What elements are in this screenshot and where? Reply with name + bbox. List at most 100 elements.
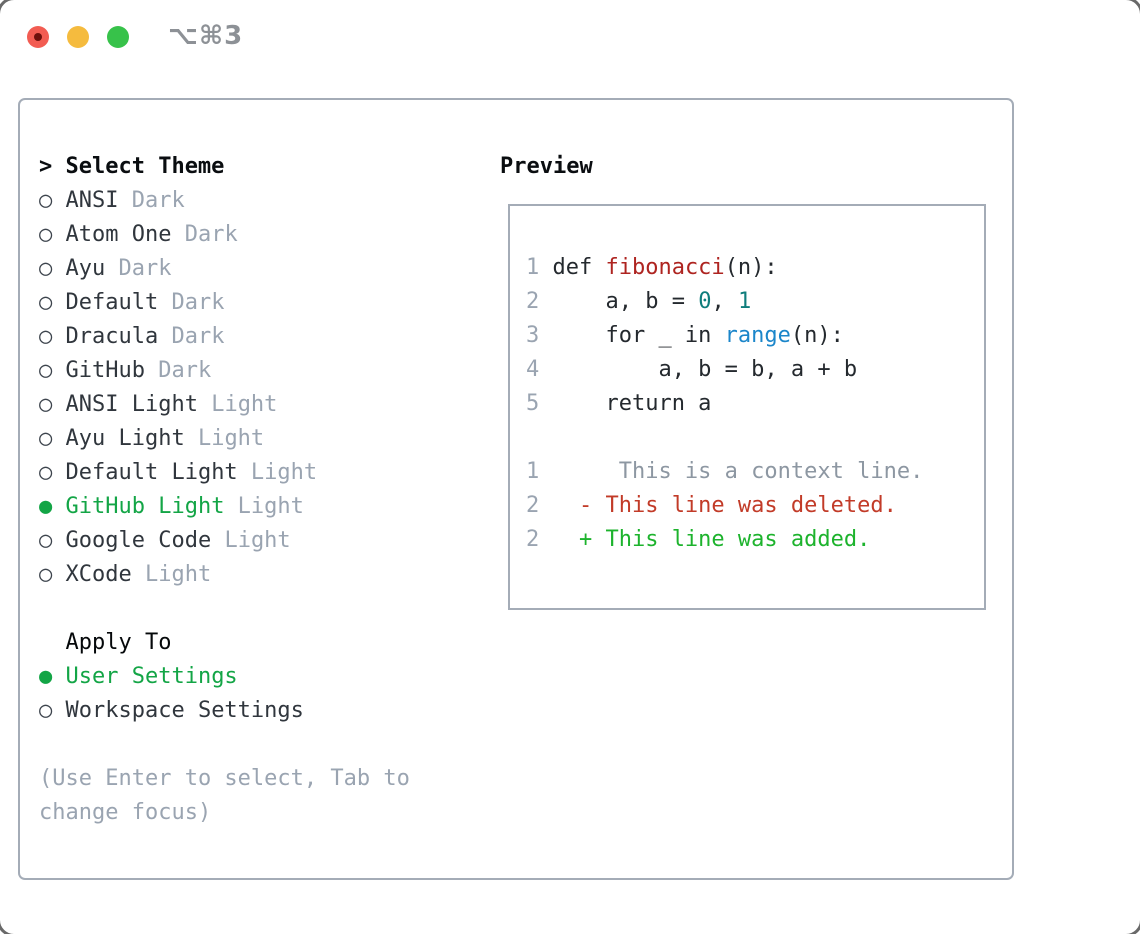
radio-icon: ○ [39, 698, 53, 723]
code-token: 1 [737, 289, 752, 314]
apply-to-list: ● User Settings○ Workspace Settings [39, 660, 500, 728]
theme-option-dracula[interactable]: ○ Dracula Dark [39, 320, 500, 354]
code-token: 0 [698, 289, 712, 314]
preview-column: Preview 1 def fibonacci (n): 2 a, b = 0, 1 3… [500, 150, 986, 878]
option-tag: Light [131, 562, 212, 587]
preview-code: 1 def fibonacci (n): 2 a, b = 0, 1 3 for _ i… [526, 251, 984, 557]
option-tag: Dark [105, 256, 172, 281]
theme-option-atom-one[interactable]: ○ Atom One Dark [39, 218, 500, 252]
option-label: GitHub Light [52, 494, 225, 519]
code-token: , [711, 289, 738, 314]
code-line: 4 a, b = b, a + b [526, 353, 984, 387]
theme-picker-panel: >Select Theme ○ ANSI Dark○ Atom One Dark… [18, 98, 1014, 880]
option-label: Dracula [52, 324, 159, 349]
option-tag: Dark [158, 324, 225, 349]
line-number: 3 [526, 323, 540, 348]
apply-option-user-settings[interactable]: ● User Settings [39, 660, 500, 694]
code-token: - This line was deleted. [552, 493, 897, 518]
radio-icon: ○ [39, 562, 53, 587]
theme-selector-column: >Select Theme ○ ANSI Dark○ Atom One Dark… [39, 150, 500, 878]
radio-icon: ○ [39, 392, 53, 417]
code-line: 3 for _ in range(n): [526, 319, 984, 353]
option-tag: Dark [171, 222, 238, 247]
option-label: ANSI [52, 188, 119, 213]
apply-option-workspace-settings[interactable]: ○ Workspace Settings [39, 694, 500, 728]
line-number: 1 [526, 255, 540, 280]
line-number: 2 [526, 527, 540, 552]
option-label: XCode [52, 562, 132, 587]
option-tag: Light [237, 460, 318, 485]
option-label: ANSI Light [52, 392, 198, 417]
window-titlebar: ⌥⌘3 [0, 0, 1140, 98]
code-token: range [724, 323, 791, 348]
option-tag: Dark [118, 188, 185, 213]
option-tag: Light [211, 528, 291, 553]
code-line: 5 return a [526, 387, 984, 421]
theme-option-ansi-light[interactable]: ○ ANSI Light Light [39, 388, 500, 422]
theme-option-ayu-light[interactable]: ○ Ayu Light Light [39, 422, 500, 456]
theme-option-github-light[interactable]: ● GitHub Light Light [39, 490, 500, 524]
code-token: fibonacci [605, 255, 725, 280]
minimize-button[interactable] [67, 26, 89, 48]
select-theme-title: Select Theme [65, 154, 225, 179]
code-line [526, 421, 984, 455]
close-button[interactable] [27, 26, 49, 48]
radio-icon: ○ [39, 460, 53, 485]
code-line: 2 - This line was deleted. [526, 489, 984, 523]
theme-option-google-code[interactable]: ○ Google Code Light [39, 524, 500, 558]
radio-icon: ○ [39, 528, 53, 553]
radio-icon: ● [39, 494, 53, 519]
code-token: a, b = b, a + b [552, 357, 858, 382]
option-label: Ayu [52, 256, 106, 281]
radio-icon: ○ [39, 256, 53, 281]
radio-icon: ○ [39, 358, 53, 383]
theme-option-default-light[interactable]: ○ Default Light Light [39, 456, 500, 490]
option-label: Workspace Settings [52, 698, 304, 723]
theme-option-ansi[interactable]: ○ ANSI Dark [39, 184, 500, 218]
apply-to-header: Apply To [65, 630, 172, 655]
zoom-button[interactable] [107, 26, 129, 48]
option-tag: Light [224, 494, 304, 519]
option-label: Atom One [52, 222, 172, 247]
code-token: + This line was added. [552, 527, 871, 552]
option-tag: Light [184, 426, 265, 451]
radio-icon: ○ [39, 290, 53, 315]
option-label: Google Code [52, 528, 212, 553]
code-token: def [552, 255, 606, 280]
radio-icon: ○ [39, 324, 53, 349]
line-number: 2 [526, 493, 540, 518]
focus-caret: > [39, 154, 53, 179]
option-label: Default Light [52, 460, 238, 485]
theme-option-xcode[interactable]: ○ XCode Light [39, 558, 500, 592]
code-line: 2 + This line was added. [526, 523, 984, 557]
code-token: return a [552, 391, 712, 416]
option-tag: Dark [158, 290, 225, 315]
select-theme-header: > Select Theme [39, 150, 500, 184]
option-tag: Light [197, 392, 278, 417]
code-token: This is a context line. [552, 459, 924, 484]
line-number: 5 [526, 391, 540, 416]
code-token: (n): [790, 323, 844, 348]
hint-line-2: change focus) [39, 800, 212, 825]
theme-option-github[interactable]: ○ GitHub Dark [39, 354, 500, 388]
line-number: 2 [526, 289, 540, 314]
option-label: Default [52, 290, 159, 315]
option-label: GitHub [52, 358, 145, 383]
radio-icon: ○ [39, 188, 53, 213]
option-label: User Settings [52, 664, 238, 689]
preview-title: Preview [500, 154, 593, 179]
theme-option-ayu[interactable]: ○ Ayu Dark [39, 252, 500, 286]
theme-option-default[interactable]: ○ Default Dark [39, 286, 500, 320]
radio-icon: ○ [39, 426, 53, 451]
option-tag: Dark [144, 358, 212, 383]
window-title: ⌥⌘3 [168, 21, 244, 51]
close-dot-icon [34, 33, 42, 41]
preview-box: 1 def fibonacci (n): 2 a, b = 0, 1 3 for _ i… [508, 204, 986, 610]
code-token: a, b = [552, 289, 699, 314]
radio-icon: ● [39, 664, 53, 689]
option-label: Ayu Light [52, 426, 185, 451]
spacer [39, 592, 500, 626]
line-number: 1 [526, 459, 540, 484]
spacer [39, 728, 500, 762]
